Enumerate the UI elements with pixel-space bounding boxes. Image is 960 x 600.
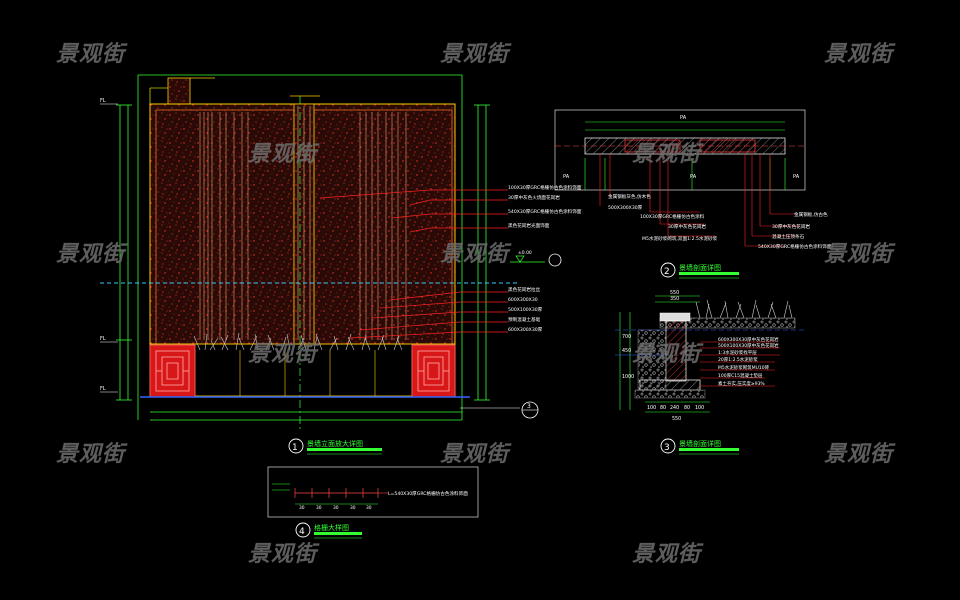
view-title-4: 4 格栅大样图 — [295, 522, 362, 539]
elev-note-9: 600X300X30厚 — [508, 327, 543, 333]
sec-note-3: 1:3水泥砂浆找平层 — [718, 349, 757, 356]
elev-note-4: 黑色花岗岩光面饰面 — [508, 222, 550, 229]
view-3-title: 景墙剖面详图 — [679, 439, 721, 448]
plan-dim-top: PA — [680, 115, 687, 121]
sec-note-1: 600X300X30厚中灰色花岗岩 — [718, 336, 779, 343]
section-callout-marker: 3 — [460, 401, 539, 419]
plan-note-r3: M5水泥砂浆砌筑,双面1:2.5水泥砂浆 — [642, 235, 718, 242]
plan-note-r2: 30厚中灰色花岗岩 — [668, 223, 706, 230]
sec-note-5: M5水泥砂浆砌筑MU10砖 — [718, 364, 770, 371]
water-level-symbol: ±0.00 — [510, 250, 562, 267]
level-mark-mid: FL — [100, 336, 106, 342]
sec-side-dim-3: 1000 — [622, 374, 634, 380]
ground-level-text: ±0.00 — [518, 250, 532, 256]
plan-note-f3: 混凝土压顶条石 — [772, 233, 805, 240]
view-2-title: 景墙剖面详图 — [679, 263, 721, 272]
section-view: 550 350 700 450 1000 600X300X30厚中灰色花岗岩 5… — [615, 290, 805, 455]
view-4-title: 格栅大样图 — [314, 523, 349, 532]
sec-bottom-dim-1: 100 — [647, 405, 656, 411]
elev-note-3: 540X30厚GRC格栅仿古色涂料饰面 — [508, 208, 582, 215]
sec-side-dim-2: 450 — [622, 348, 631, 354]
detail-view: 30 30 30 30 30 L=540X30厚GRC格栅仿古色涂料饰面 4 格… — [267, 466, 479, 539]
sec-note-4: 20厚1:2.5水泥砂浆 — [718, 356, 758, 363]
plan-dim-left: PA — [563, 174, 570, 180]
level-mark-ground: FL — [100, 386, 106, 392]
detail-dim-5: 30 — [366, 505, 372, 511]
elev-note-2: 30厚中灰色火烧面花岗岩 — [508, 194, 560, 201]
sec-top-dim-1: 550 — [670, 290, 679, 296]
view-title-3: 3 景墙剖面详图 — [660, 438, 739, 455]
view-title-2: 2 景墙剖面详图 — [660, 262, 739, 279]
sec-bottom-dim-3: 240 — [670, 405, 679, 411]
detail-dim-2: 30 — [316, 505, 322, 511]
plan-dim-right: PA — [793, 174, 800, 180]
sec-note-7: 素土夯实,压实度≥93% — [718, 380, 765, 387]
plan-note-f4: 540X30厚GRC格栅仿古色涂料饰面 — [758, 243, 832, 250]
sec-top-dim-2: 350 — [670, 296, 679, 302]
plan-note-l1: 金属钢板灰色,仿木色 — [608, 193, 651, 200]
sec-bottom-dim-4: 80 — [684, 405, 690, 411]
sec-side-dim-1: 700 — [622, 334, 631, 340]
view-1-number: 1 — [292, 443, 298, 453]
detail-note: L=540X30厚GRC格栅仿古色涂料饰面 — [388, 490, 468, 497]
elev-note-6: 600X300X30 — [508, 297, 538, 303]
plan-note-f2: 30厚中灰色花岗岩 — [772, 223, 810, 230]
plan-note-f1: 金属钢板,仿古色 — [794, 211, 828, 218]
elev-note-1: 100X30厚GRC格栅仿古色涂料饰面 — [508, 184, 582, 191]
elev-note-8: 预制混凝土基础 — [508, 316, 541, 323]
view-1-title: 景墙立面放大详图 — [307, 439, 363, 448]
sec-bottom-dim-5: 100 — [695, 405, 704, 411]
level-mark-top: FL — [100, 98, 106, 104]
view-2-number: 2 — [664, 267, 670, 277]
detail-dim-4: 30 — [350, 505, 356, 511]
elev-note-5: 黑色花岗岩拉丝 — [508, 286, 541, 293]
sec-note-2: 500X100X30厚中灰色花岗岩 — [718, 342, 779, 349]
detail-dim-3: 30 — [333, 505, 339, 511]
plan-dim-mid: PA — [690, 174, 697, 180]
sec-total-dim: 550 — [672, 416, 681, 422]
plan-note-l2: 500X300X30厚 — [608, 205, 643, 211]
detail-dim-1: 30 — [299, 505, 305, 511]
sec-note-6: 100厚C15混凝土垫层 — [718, 372, 763, 379]
elevation-view: FL FL FL 100X30厚GRC格栅仿古色涂料饰面 30厚中灰色火烧面花岗… — [100, 74, 582, 455]
sec-bottom-dim-2: 80 — [660, 405, 666, 411]
elev-note-7: 500X100X30厚 — [508, 307, 543, 313]
view-4-number: 4 — [299, 527, 305, 537]
plan-note-r1: 100X30厚GRC格栅仿古色涂料 — [640, 213, 705, 220]
view-3-number: 3 — [664, 443, 670, 453]
plan-view: PA PA PA PA 金属钢板灰色,仿木色 500X300X — [554, 109, 832, 279]
view-title-1: 1 景墙立面放大详图 — [288, 438, 382, 455]
callout-num: 3 — [527, 403, 531, 410]
